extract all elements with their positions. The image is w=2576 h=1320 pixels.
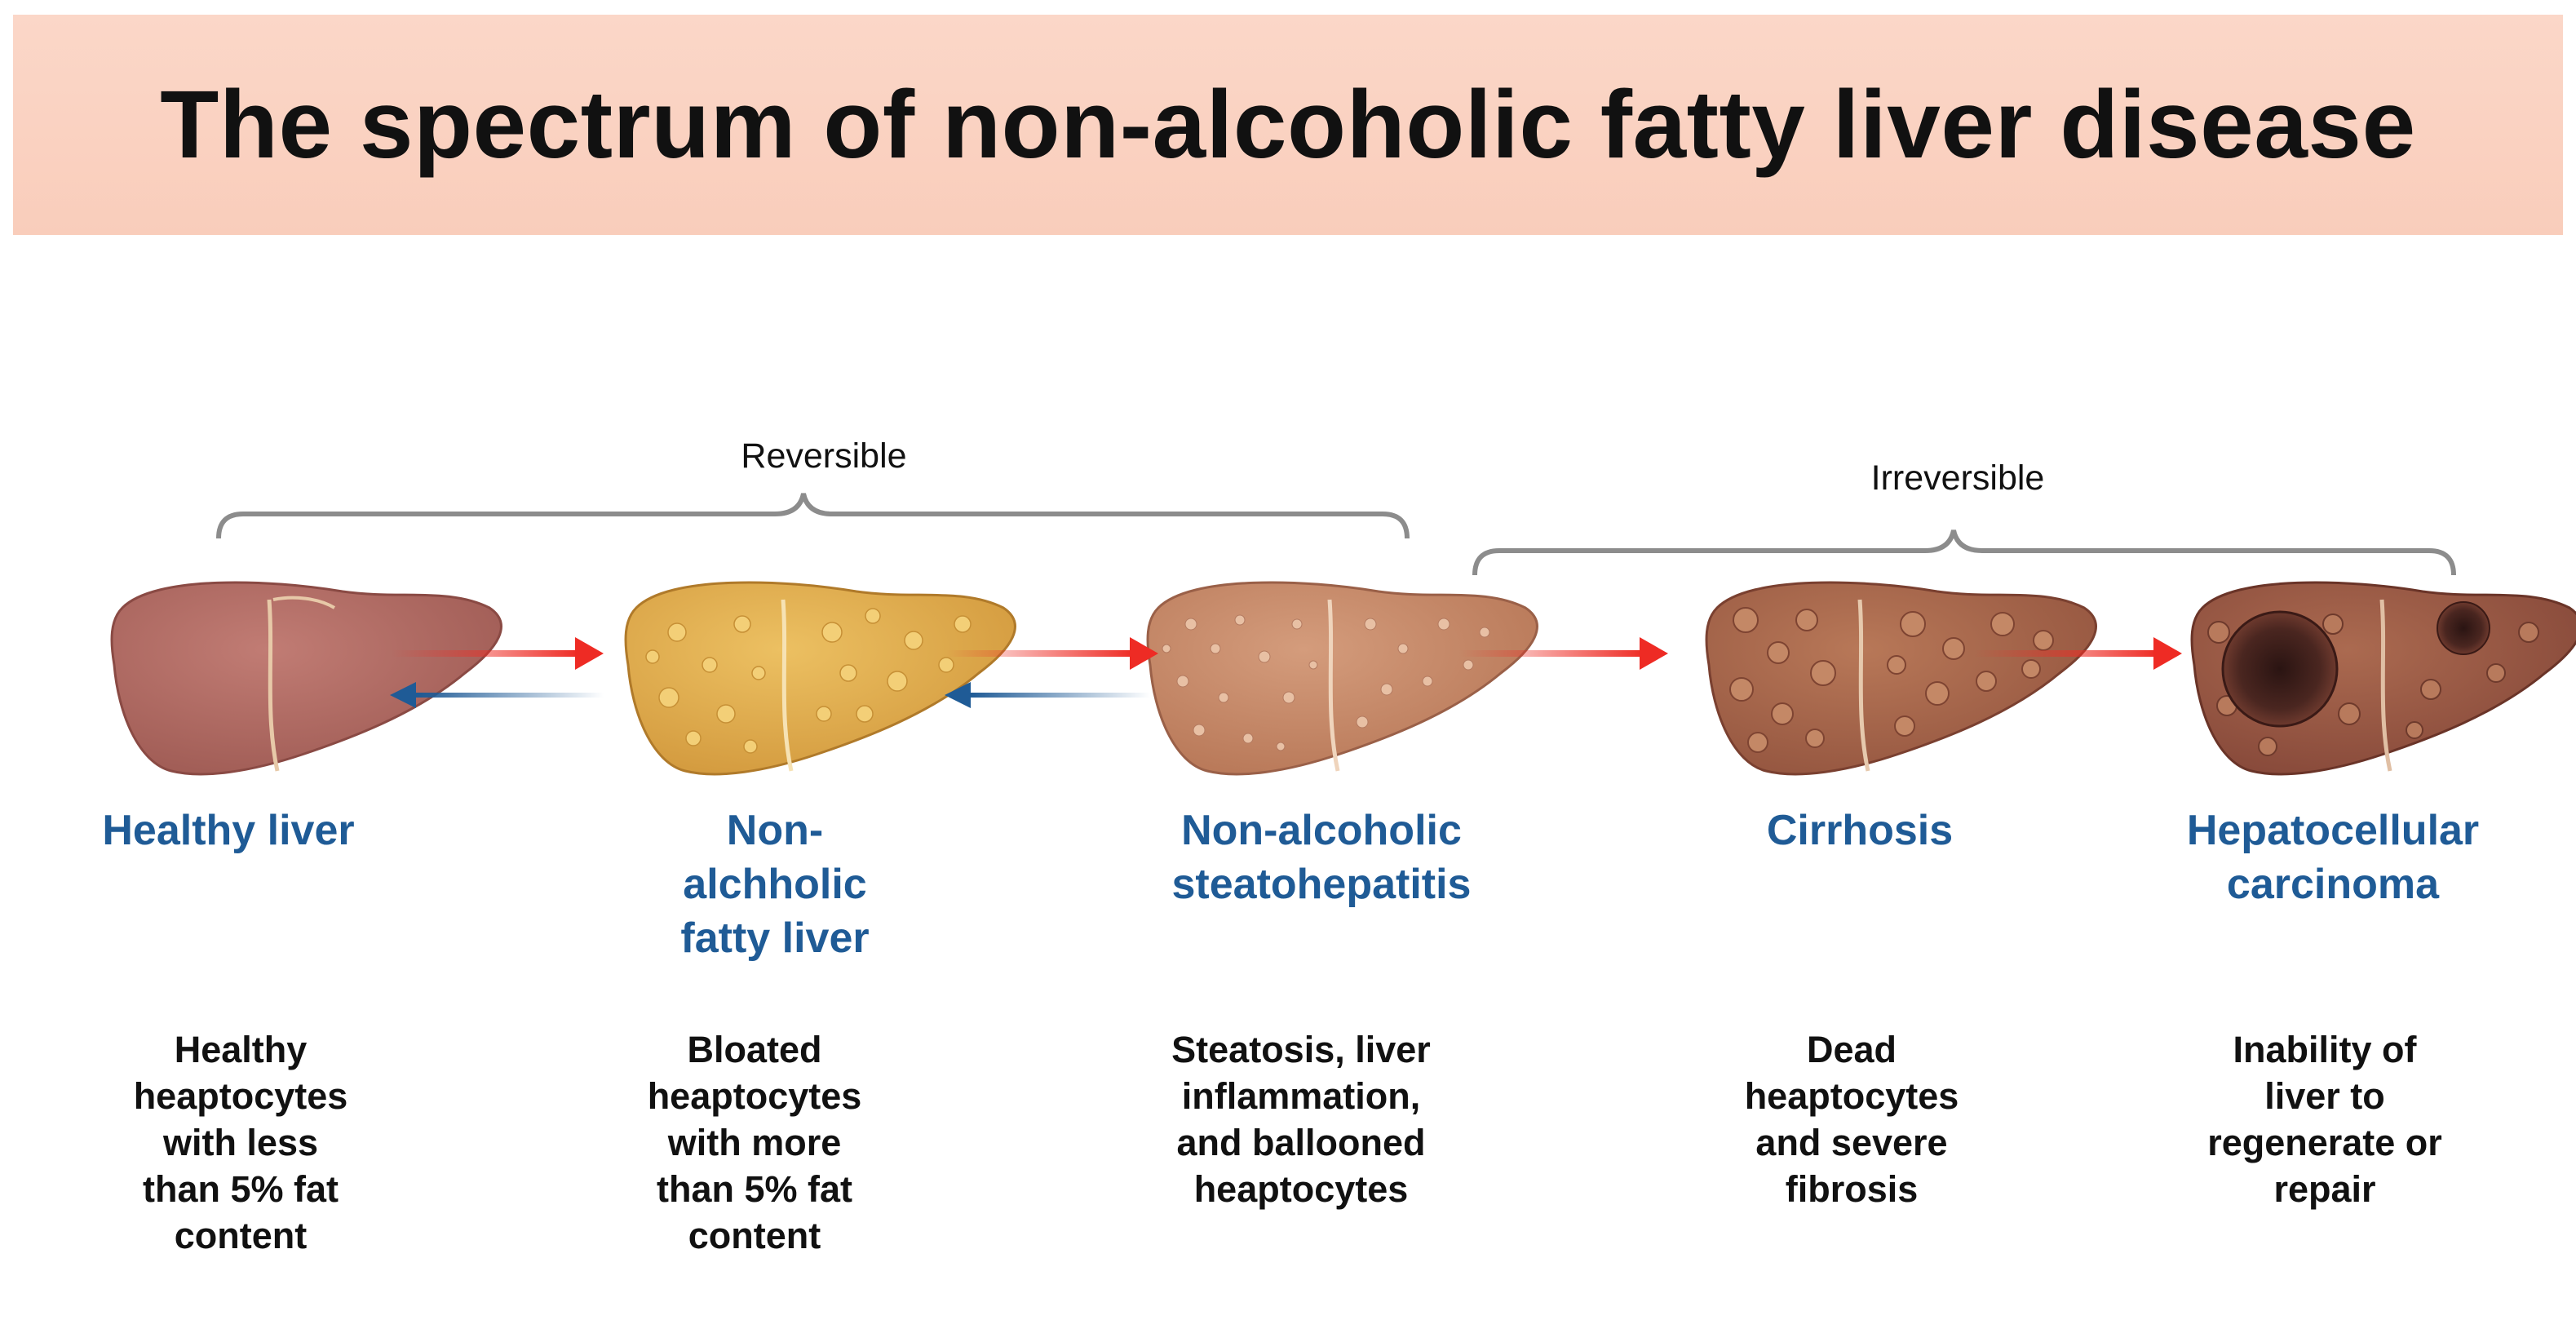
reversible-bracket — [216, 493, 1410, 539]
stage-desc-cirrhosis: Dead heaptocytes and severe fibrosis — [1744, 1029, 1959, 1210]
stage-name-carcinoma: Hepatocellular carcinoma — [2186, 807, 2480, 908]
nash-liver-image — [1146, 581, 1538, 776]
arrow-cirrhosis-to-carcinoma — [1974, 637, 2182, 670]
stage-name-healthy: Healthy liver — [102, 807, 355, 854]
arrow-nash-to-cirrhosis — [1460, 637, 1668, 670]
irreversible-label: Irreversible — [1870, 458, 2045, 498]
stage-name-fatty: Non-alchholic fatty liver — [680, 807, 870, 962]
stage-name-nash: Non-alcoholic steatohepatitis — [1171, 807, 1472, 908]
title-banner: The spectrum of non-alcoholic fatty live… — [13, 15, 2563, 235]
healthy-liver-image — [110, 581, 502, 776]
stage-desc-nash: Steatosis, liver inflammation, and ballo… — [1171, 1029, 1431, 1210]
stage-desc-healthy: Healthy heaptocytes with less than 5% fa… — [133, 1029, 348, 1256]
arrow-fatty-to-healthy — [390, 682, 604, 708]
arrow-fatty-to-nash — [946, 637, 1158, 670]
stage-desc-fatty: Bloated heaptocytes with more than 5% fa… — [647, 1029, 862, 1256]
irreversible-bracket — [1472, 529, 2456, 576]
carcinoma-liver-image — [2190, 581, 2576, 776]
page-title: The spectrum of non-alcoholic fatty live… — [160, 71, 2416, 179]
stage-name-cirrhosis: Cirrhosis — [1766, 807, 1954, 854]
fatty-liver-image — [624, 581, 1016, 776]
stage-desc-carcinoma: Inability of liver to regenerate or repa… — [2207, 1029, 2442, 1210]
arrow-nash-to-fatty — [945, 682, 1150, 708]
arrow-healthy-to-fatty — [392, 637, 604, 670]
reversible-label: Reversible — [741, 436, 907, 476]
cirrhosis-liver-image — [1705, 581, 2097, 776]
